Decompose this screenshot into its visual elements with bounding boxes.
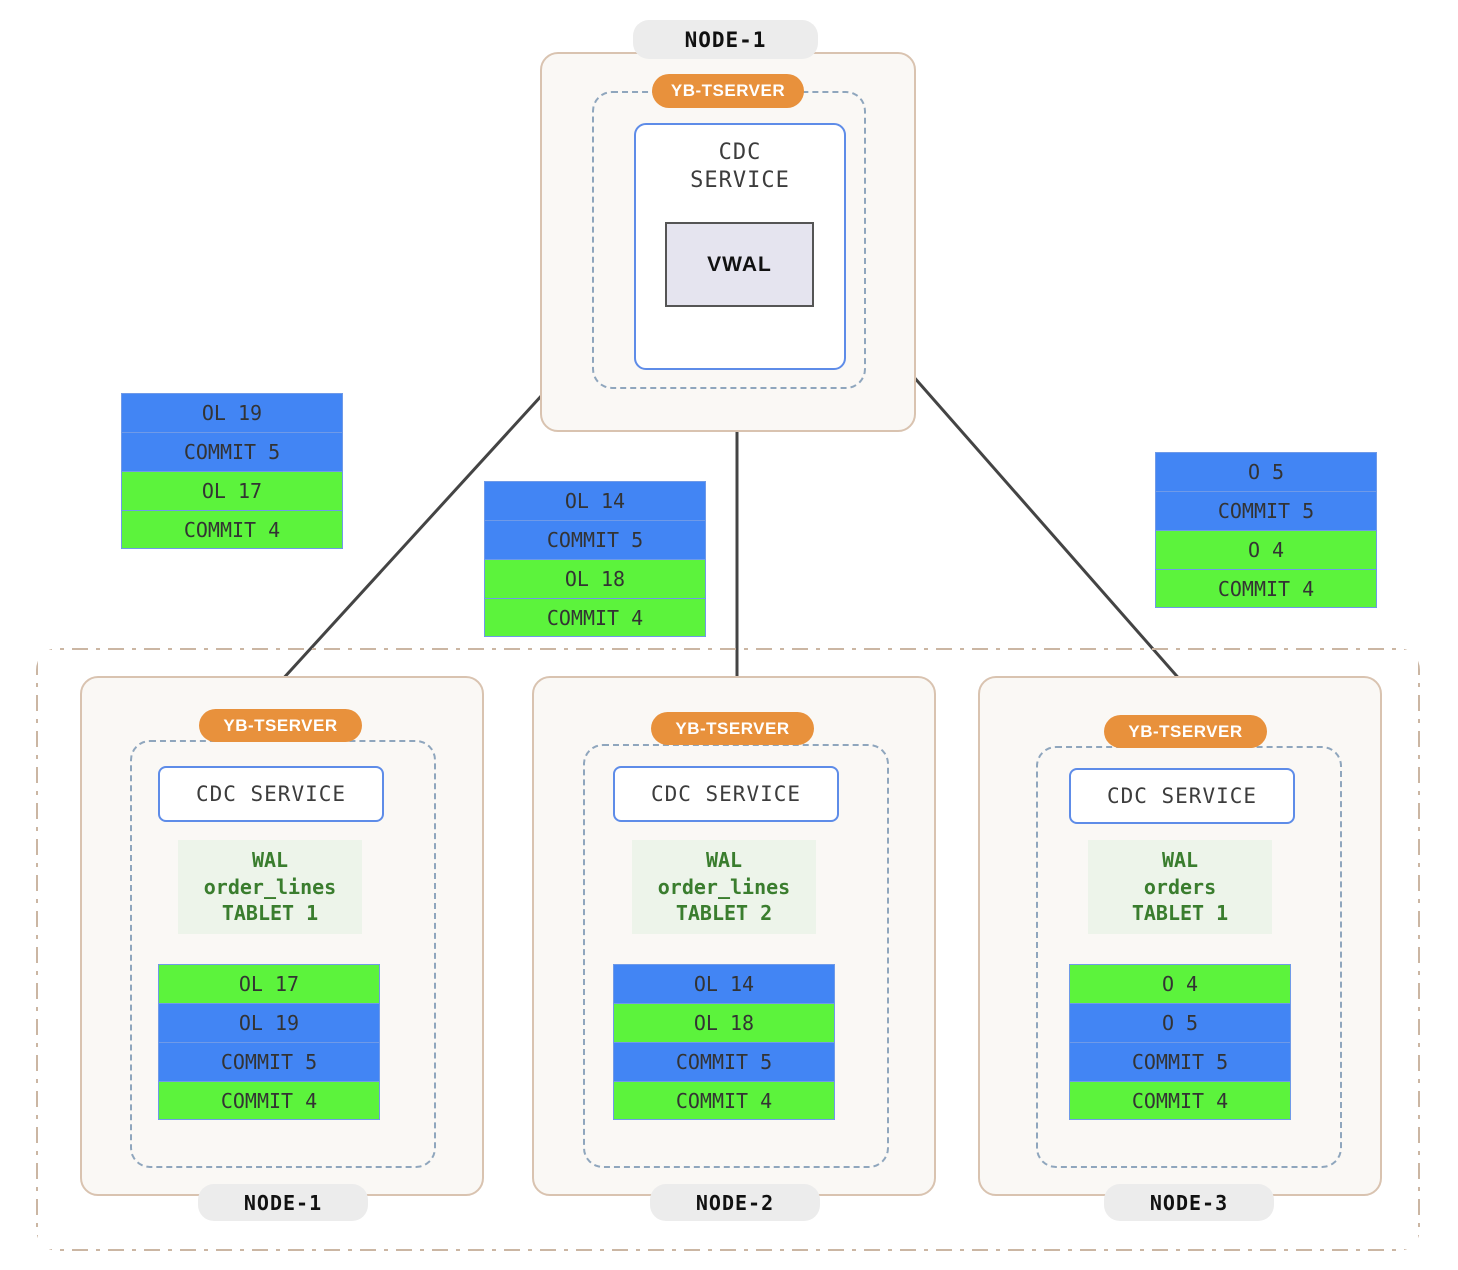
- node2-tserver-region: [583, 744, 889, 1168]
- node1-wal-block: WAL order_lines TABLET 1: [178, 840, 362, 934]
- wal-line-2: order_lines: [657, 874, 791, 899]
- wal-line-2: orders: [1143, 874, 1217, 899]
- wal-line-1: WAL: [251, 848, 289, 873]
- record-item: COMMIT 4: [613, 1081, 835, 1120]
- node3-tserver-badge: YB-TSERVER: [1104, 715, 1267, 748]
- record-item: COMMIT 5: [613, 1042, 835, 1081]
- record-item: OL 14: [484, 481, 706, 520]
- stack-right: O 5 COMMIT 5 O 4 COMMIT 4: [1155, 452, 1377, 608]
- record-item: O 5: [1155, 452, 1377, 491]
- wal-line-3: TABLET 1: [221, 901, 319, 926]
- node1-cdc-service-box: CDC SERVICE: [158, 766, 384, 822]
- bottom-node-label-3: NODE-3: [1104, 1184, 1274, 1221]
- node2-tserver-badge: YB-TSERVER: [651, 712, 814, 745]
- node2-wal-block: WAL order_lines TABLET 2: [632, 840, 816, 934]
- wal-line-3: TABLET 1: [1131, 901, 1229, 926]
- record-item: OL 18: [613, 1003, 835, 1042]
- record-item: OL 17: [121, 471, 343, 510]
- wal-line-1: WAL: [1161, 848, 1199, 873]
- node1-record-stack: OL 17 OL 19 COMMIT 5 COMMIT 4: [158, 964, 380, 1120]
- record-item: COMMIT 4: [158, 1081, 380, 1120]
- record-item: COMMIT 4: [484, 598, 706, 637]
- record-item: COMMIT 4: [1069, 1081, 1291, 1120]
- node3-cdc-service-box: CDC SERVICE: [1069, 768, 1295, 824]
- record-item: COMMIT 4: [121, 510, 343, 549]
- record-item: OL 18: [484, 559, 706, 598]
- vwal-box: VWAL: [665, 222, 814, 307]
- node3-wal-block: WAL orders TABLET 1: [1088, 840, 1272, 934]
- wal-line-1: WAL: [705, 848, 743, 873]
- record-item: COMMIT 5: [1069, 1042, 1291, 1081]
- record-item: COMMIT 4: [1155, 569, 1377, 608]
- stack-left: OL 19 COMMIT 5 OL 17 COMMIT 4: [121, 393, 343, 549]
- node3-record-stack: O 4 O 5 COMMIT 5 COMMIT 4: [1069, 964, 1291, 1120]
- record-item: COMMIT 5: [158, 1042, 380, 1081]
- top-tserver-badge: YB-TSERVER: [652, 74, 804, 108]
- record-item: COMMIT 5: [484, 520, 706, 559]
- record-item: OL 19: [158, 1003, 380, 1042]
- node2-cdc-service-box: CDC SERVICE: [613, 766, 839, 822]
- record-item: O 5: [1069, 1003, 1291, 1042]
- stack-middle: OL 14 COMMIT 5 OL 18 COMMIT 4: [484, 481, 706, 637]
- record-item: COMMIT 5: [121, 432, 343, 471]
- record-item: OL 19: [121, 393, 343, 432]
- node2-record-stack: OL 14 OL 18 COMMIT 5 COMMIT 4: [613, 964, 835, 1120]
- record-item: OL 14: [613, 964, 835, 1003]
- bottom-node-label-2: NODE-2: [650, 1184, 820, 1221]
- node1-tserver-badge: YB-TSERVER: [199, 709, 362, 742]
- record-item: O 4: [1155, 530, 1377, 569]
- bottom-node-label-1: NODE-1: [198, 1184, 368, 1221]
- record-item: O 4: [1069, 964, 1291, 1003]
- record-item: COMMIT 5: [1155, 491, 1377, 530]
- record-item: OL 17: [158, 964, 380, 1003]
- top-node-label: NODE-1: [633, 20, 818, 59]
- wal-line-3: TABLET 2: [675, 901, 773, 926]
- wal-line-2: order_lines: [203, 874, 337, 899]
